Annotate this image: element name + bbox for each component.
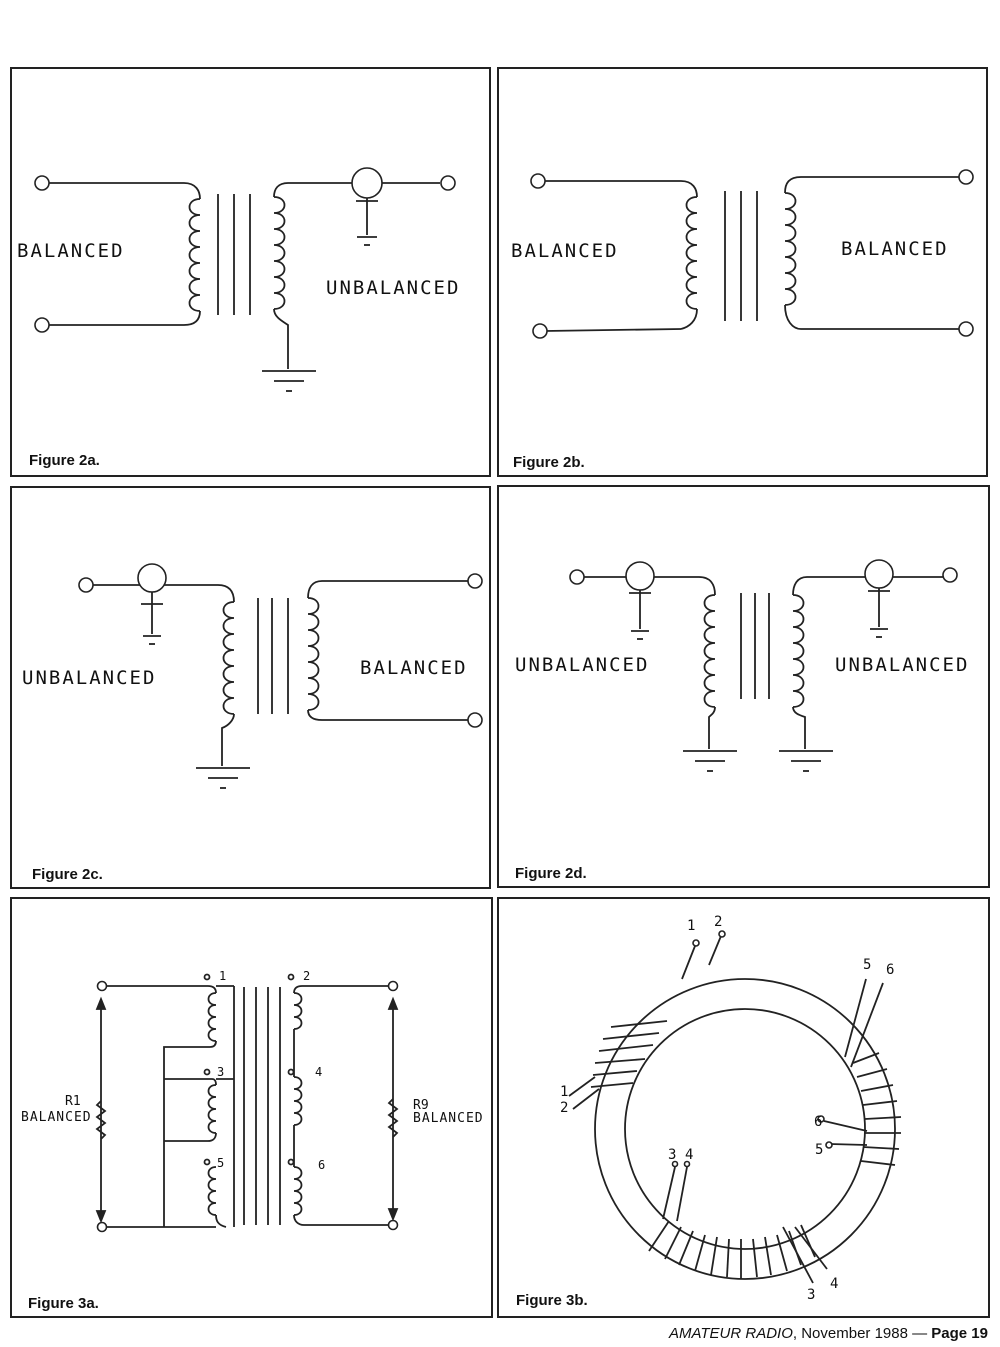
dot	[287, 1068, 295, 1076]
lead-label: 1	[687, 918, 695, 934]
terminal	[942, 567, 958, 583]
terminal	[78, 577, 94, 593]
left-label: BALANCED	[21, 1110, 92, 1125]
left-label: UNBALANCED	[515, 654, 649, 676]
lead-terminal	[683, 1160, 691, 1168]
figure-3a-panel: R1 BALANCED R9 BALANCED 1 2 3 4 5 6 Figu…	[10, 897, 493, 1318]
figure-2c-panel: UNBALANCED BALANCED Figure 2c.	[10, 486, 491, 889]
tap-label: 6	[318, 1158, 325, 1172]
figure-2d-diagram: UNBALANCED UNBALANCED	[515, 559, 969, 772]
tap-label: 1	[219, 969, 226, 983]
winding-right	[852, 1052, 902, 1166]
lead-terminal	[817, 1115, 825, 1123]
toroid-outer-edge	[594, 978, 896, 1280]
generator-symbol	[625, 561, 655, 591]
terminal	[387, 980, 399, 992]
left-label: UNBALANCED	[22, 667, 156, 689]
toroid-inner-edge	[624, 1008, 866, 1250]
terminal	[569, 569, 585, 585]
left-label: BALANCED	[511, 240, 619, 262]
terminal	[440, 175, 456, 191]
figure-2a-panel: BALANCED UNBALANCED Figure 2a.	[10, 67, 491, 477]
terminal	[958, 321, 974, 337]
right-label: BALANCED	[413, 1111, 484, 1126]
terminal	[532, 323, 548, 339]
winding-bottom	[648, 1220, 816, 1279]
tap-label: 2	[303, 969, 310, 983]
right-label: UNBALANCED	[326, 277, 460, 299]
figure-2c-diagram: UNBALANCED BALANCED	[22, 563, 483, 789]
figure-3a-diagram: R1 BALANCED R9 BALANCED 1 2 3 4 5 6	[21, 969, 484, 1233]
generator-symbol	[137, 563, 167, 593]
figure-2d-panel: UNBALANCED UNBALANCED Figure 2d.	[497, 485, 990, 888]
right-label: BALANCED	[360, 657, 468, 679]
figure-caption: Figure 3a.	[28, 1295, 99, 1312]
lead-terminal	[671, 1160, 679, 1168]
lead-label: 3	[807, 1287, 815, 1303]
lead-label: 6	[886, 962, 894, 978]
figure-2a-diagram: BALANCED UNBALANCED	[17, 167, 460, 392]
lead-label: 2	[560, 1100, 568, 1116]
generator-symbol	[351, 167, 383, 199]
resistor-label: R1	[65, 1094, 81, 1109]
resistor-label: R9	[413, 1098, 429, 1113]
terminal	[387, 1219, 399, 1231]
magazine-name: AMATEUR RADIO	[668, 1325, 793, 1342]
figure-3b-diagram: 1 2 5 6 1 2 6 5 3 4 3 4	[560, 914, 902, 1303]
lead-terminal	[825, 1141, 833, 1149]
terminal	[530, 173, 546, 189]
page-number: Page 19	[931, 1325, 988, 1342]
right-label: BALANCED	[841, 238, 949, 260]
dot	[287, 1158, 295, 1166]
lead-label: 1	[560, 1084, 568, 1100]
figure-2b-diagram: BALANCED BALANCED	[511, 169, 974, 339]
dot	[203, 1068, 211, 1076]
lead-terminal	[692, 939, 700, 947]
terminal	[96, 980, 108, 992]
page-footer: AMATEUR RADIO, November 1988 — Page 19	[669, 1325, 988, 1342]
lead-label: 4	[685, 1147, 693, 1163]
lead-label: 3	[668, 1147, 676, 1163]
terminal	[958, 169, 974, 185]
tap-label: 4	[315, 1065, 322, 1079]
figure-3b-panel: 1 2 5 6 1 2 6 5 3 4 3 4 Figure 3b.	[497, 897, 990, 1318]
terminal	[34, 317, 50, 333]
terminal	[34, 175, 50, 191]
figure-caption: Figure 2b.	[513, 454, 585, 471]
lead-label: 5	[815, 1142, 823, 1158]
lead-label: 2	[714, 914, 722, 930]
dot	[287, 973, 295, 981]
figure-caption: Figure 2d.	[515, 865, 587, 882]
lead-label: 5	[863, 957, 871, 973]
figure-caption: Figure 2c.	[32, 866, 103, 883]
dot	[203, 1158, 211, 1166]
dot	[203, 973, 211, 981]
winding-left	[590, 1020, 668, 1088]
figure-caption: Figure 2a.	[29, 452, 100, 469]
lead-terminal	[718, 930, 726, 938]
tap-label: 3	[217, 1065, 224, 1079]
figure-caption: Figure 3b.	[516, 1292, 588, 1309]
lead-label: 4	[830, 1276, 838, 1292]
terminal	[96, 1221, 108, 1233]
terminal	[467, 712, 483, 728]
issue-date: , November 1988 —	[792, 1325, 932, 1342]
figure-2b-panel: BALANCED BALANCED Figure 2b.	[497, 67, 988, 477]
generator-symbol	[864, 559, 894, 589]
right-label: UNBALANCED	[835, 654, 969, 676]
terminal	[467, 573, 483, 589]
left-label: BALANCED	[17, 240, 125, 262]
tap-label: 5	[217, 1156, 224, 1170]
lead-label: 6	[814, 1114, 822, 1130]
